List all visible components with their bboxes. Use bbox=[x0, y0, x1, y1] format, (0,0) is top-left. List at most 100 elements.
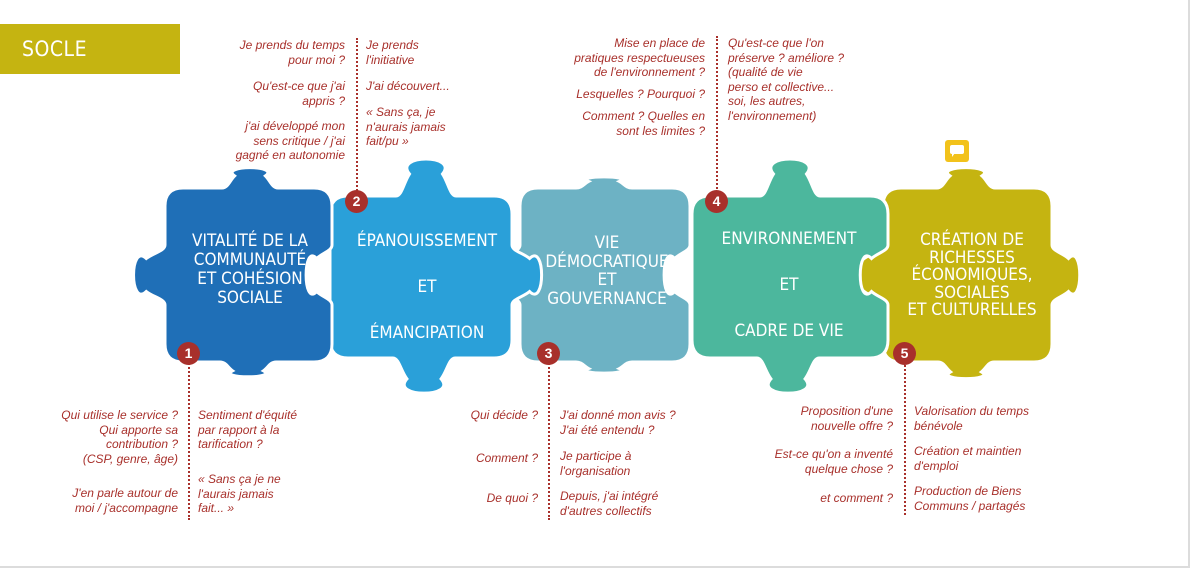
piece-1-title: VITALITÉ DE LA COMMUNAUTÉ ET COHÉSION SO… bbox=[182, 232, 318, 308]
comment-icon[interactable] bbox=[945, 140, 969, 162]
note-line: l'aurais jamais bbox=[198, 486, 274, 501]
note-line: Je prends du temps bbox=[239, 38, 345, 52]
note-line: Qui décide ? bbox=[470, 408, 538, 422]
piece-1-title-line: VITALITÉ DE LA bbox=[192, 231, 308, 251]
piece-1-title-line: COMMUNAUTÉ bbox=[193, 250, 307, 270]
note-line: l'environnement) bbox=[728, 108, 817, 123]
note-line: l'organisation bbox=[560, 463, 631, 478]
note-line: Qu'est-ce que j'ai bbox=[253, 79, 345, 93]
note-line: J'ai découvert... bbox=[366, 79, 450, 93]
note-line: Lesquelles ? Pourquoi ? bbox=[576, 87, 705, 101]
badge-2: 2 bbox=[345, 190, 368, 213]
piece-4-title-line: ET bbox=[779, 275, 799, 295]
note-line: moi / j'accompagne bbox=[74, 500, 178, 515]
badge-3: 3 bbox=[537, 342, 560, 365]
note-line: J'ai été entendu ? bbox=[560, 422, 655, 437]
note-line: par rapport à la bbox=[198, 422, 280, 437]
piece-3-title-line: ET bbox=[597, 270, 617, 290]
badge-4: 4 bbox=[705, 190, 728, 213]
badge-1: 1 bbox=[177, 342, 200, 365]
note-5-right-2: Création et maintien d'emploi bbox=[914, 444, 1021, 473]
piece-4-title-line: ENVIRONNEMENT bbox=[721, 229, 857, 249]
note-line: Est-ce qu'on a inventé bbox=[774, 447, 893, 461]
piece-2-title-line: ÉMANCIPATION bbox=[369, 323, 485, 343]
connector-3 bbox=[548, 360, 550, 520]
note-2-right-3: « Sans ça, je n'aurais jamais fait/pu » bbox=[366, 105, 446, 149]
note-line: fait... » bbox=[198, 501, 235, 515]
note-3-right-1: J'ai donné mon avis ? J'ai été entendu ? bbox=[560, 408, 676, 437]
note-line: J'ai donné mon avis ? bbox=[560, 408, 676, 422]
piece-4-title-line: CADRE DE VIE bbox=[734, 321, 844, 341]
note-3-right-2: Je participe à l'organisation bbox=[560, 449, 631, 478]
note-2-left-1: Je prends du temps pour moi ? bbox=[240, 38, 345, 67]
note-2-right-1: Je prends l'initiative bbox=[366, 38, 419, 67]
note-line: tarification ? bbox=[198, 437, 263, 451]
piece-3-title-line: GOUVERNANCE bbox=[547, 288, 667, 309]
socle-commun-banner: SOCLE COMMUN bbox=[0, 24, 180, 111]
piece-5-title: CRÉATION DE RICHESSES ÉCONOMIQUES, SOCIA… bbox=[874, 230, 1070, 320]
piece-3-title-line: VIE bbox=[594, 233, 620, 253]
connector-1 bbox=[188, 360, 190, 520]
note-4-left-3: Comment ? Quelles en sont les limites ? bbox=[582, 109, 705, 138]
note-line: Je participe à bbox=[560, 449, 632, 463]
note-line: fait/pu » bbox=[366, 134, 409, 148]
piece-1-title-line: SOCIALE bbox=[217, 288, 283, 308]
puzzle-piece-1 bbox=[132, 166, 334, 379]
note-1-right-1: Sentiment d'équité par rapport à la tari… bbox=[198, 408, 297, 452]
piece-2-title-line: ÉPANOUISSEMENT bbox=[356, 231, 498, 251]
piece-2-title-line: ET bbox=[417, 277, 437, 297]
note-5-left-2: Est-ce qu'on a inventé quelque chose ? bbox=[775, 447, 893, 476]
note-5-left-3: et comment ? bbox=[820, 491, 893, 506]
puzzle-piece-4 bbox=[690, 157, 890, 395]
note-2-left-2: Qu'est-ce que j'ai appris ? bbox=[253, 79, 345, 108]
note-line: n'aurais jamais bbox=[366, 119, 446, 134]
note-2-right-2: J'ai découvert... bbox=[366, 79, 450, 94]
note-5-left-1: Proposition d'une nouvelle offre ? bbox=[801, 404, 893, 433]
note-line: soi, les autres, bbox=[728, 94, 806, 108]
note-line: Je prends bbox=[366, 38, 419, 52]
note-3-left-3: De quoi ? bbox=[487, 491, 538, 506]
note-line: quelque chose ? bbox=[804, 461, 893, 476]
note-line: l'initiative bbox=[366, 52, 415, 67]
piece-5-title-line: CRÉATION DE bbox=[920, 230, 1024, 250]
note-1-right-2: « Sans ça je ne l'aurais jamais fait... … bbox=[198, 472, 281, 516]
badge-5: 5 bbox=[893, 342, 916, 365]
note-line: J'en parle autour de bbox=[72, 486, 178, 500]
note-4-left-1: Mise en place de pratiques respectueuses… bbox=[574, 36, 705, 80]
note-3-left-1: Qui décide ? bbox=[471, 408, 538, 423]
note-line: sens critique / j'ai bbox=[253, 133, 345, 148]
note-4-right-1: Qu'est-ce que l'on préserve ? améliore ?… bbox=[728, 36, 844, 123]
note-line: Communs / partagés bbox=[914, 498, 1026, 513]
note-line: et comment ? bbox=[820, 491, 893, 505]
connector-2 bbox=[356, 38, 358, 198]
note-line: d'autres collectifs bbox=[560, 503, 652, 518]
note-line: contribution ? bbox=[105, 437, 178, 451]
note-line: Production de Biens bbox=[914, 484, 1022, 498]
note-4-left-2: Lesquelles ? Pourquoi ? bbox=[576, 87, 705, 102]
note-line: Valorisation du temps bbox=[914, 404, 1029, 418]
note-line: Création et maintien bbox=[914, 444, 1022, 458]
note-line: « Sans ça je ne bbox=[198, 472, 281, 486]
note-line: Comment ? Quelles en bbox=[582, 109, 705, 123]
note-line: j'ai développé mon bbox=[245, 119, 345, 133]
note-line: Qui apporte sa bbox=[99, 422, 178, 437]
note-line: Comment ? bbox=[475, 451, 538, 465]
piece-4-title: ENVIRONNEMENT ET CADRE DE VIE bbox=[714, 216, 864, 354]
piece-1-title-line: ET COHÉSION bbox=[197, 269, 303, 289]
piece-2-title: ÉPANOUISSEMENT ET ÉMANCIPATION bbox=[352, 218, 502, 356]
note-line: Qui utilise le service ? bbox=[61, 408, 178, 422]
note-line: Proposition d'une bbox=[800, 404, 893, 418]
note-line: pour moi ? bbox=[288, 52, 345, 67]
connector-4 bbox=[716, 36, 718, 196]
note-5-right-1: Valorisation du temps bénévole bbox=[914, 404, 1029, 433]
note-line: bénévole bbox=[914, 418, 963, 433]
piece-3-title: VIE DÉMOCRATIQUE ET GOUVERNANCE bbox=[537, 234, 677, 308]
note-line: Sentiment d'équité bbox=[198, 408, 298, 422]
note-line: nouvelle offre ? bbox=[810, 418, 893, 433]
note-line: préserve ? améliore ? bbox=[728, 50, 845, 65]
piece-5-title-line: ET CULTURELLES bbox=[907, 300, 1037, 320]
note-line: Mise en place de bbox=[614, 36, 705, 50]
note-line: (qualité de vie bbox=[728, 65, 803, 79]
